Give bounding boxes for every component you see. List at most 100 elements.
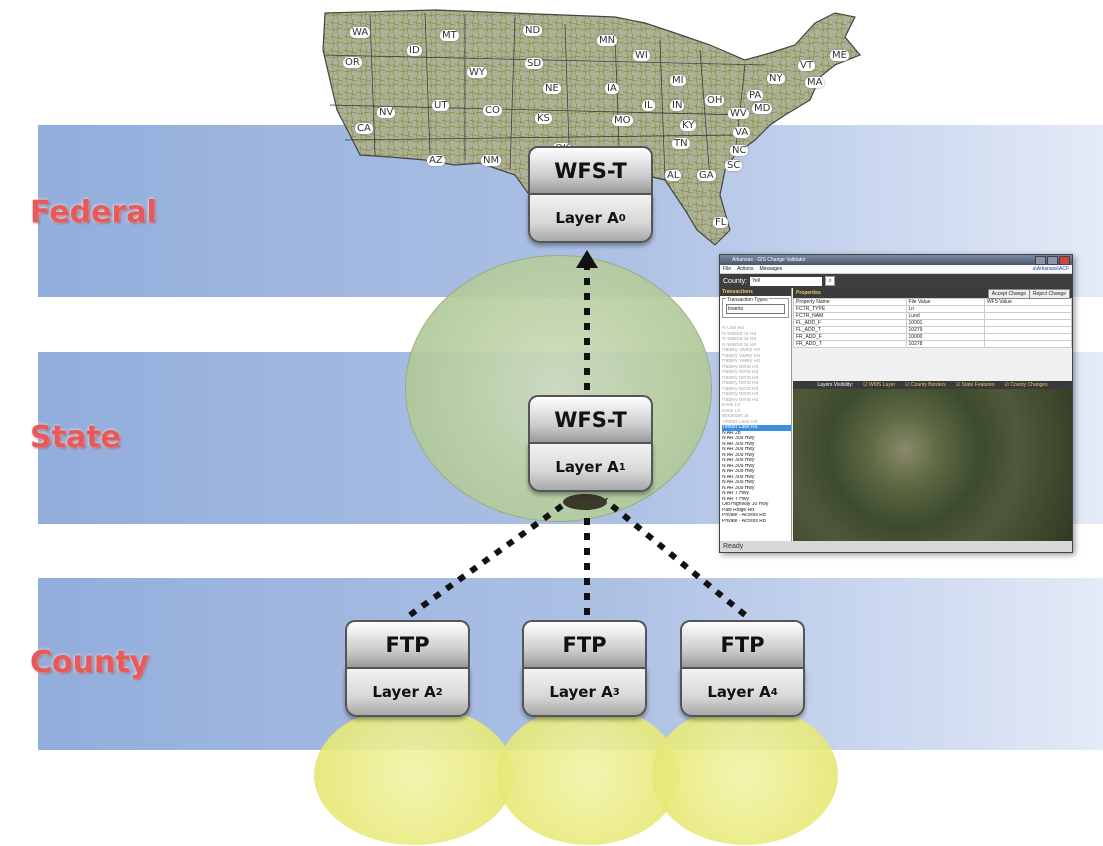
map-state-label-nv: NV xyxy=(377,107,396,118)
layer-toggle-county-borders[interactable]: ☑ County Borders xyxy=(905,382,946,388)
list-item[interactable]: N AR 309 Hwy xyxy=(722,436,755,441)
list-item[interactable]: Private - Access Rd xyxy=(722,518,766,524)
map-state-label-ny: NY xyxy=(767,73,785,84)
list-item[interactable]: Hadley Bend Rd xyxy=(722,397,759,403)
list-item[interactable]: Timber Lake Rd xyxy=(722,419,758,425)
table-cell xyxy=(983,333,1072,341)
menu-file[interactable]: File xyxy=(723,266,732,272)
properties-column-header[interactable]: File Value xyxy=(905,298,985,306)
list-item[interactable]: Kreis Ln xyxy=(722,408,741,414)
list-item[interactable]: N AR 7 Hwy xyxy=(722,491,749,496)
aerial-map-view[interactable] xyxy=(793,389,1072,541)
map-state-label-ky: KY xyxy=(680,120,697,131)
county-label: County: xyxy=(723,277,748,285)
list-item[interactable]: N AR 309 Hwy xyxy=(722,447,755,452)
list-item[interactable]: Kreis Ln xyxy=(722,403,741,408)
maximize-icon[interactable] xyxy=(1047,256,1058,265)
list-item[interactable]: Old Highway 10 Hwy xyxy=(722,502,769,507)
properties-column-header[interactable]: WFS Value xyxy=(983,298,1072,306)
layer-visibility-label: Layers Visibility: xyxy=(817,382,854,388)
link-county4-to-state xyxy=(603,497,747,618)
map-state-label-nc: NC xyxy=(730,145,749,156)
list-item[interactable]: N AR 7 Hwy xyxy=(722,496,749,502)
map-state-label-ks: KS xyxy=(535,113,552,124)
table-cell: FCTR_NAM xyxy=(793,312,907,320)
map-state-label-co: CO xyxy=(483,105,502,116)
map-state-label-sd: SD xyxy=(525,58,544,69)
list-item[interactable]: Hadley Bend Rd xyxy=(722,375,759,381)
menu-messages[interactable]: Messages xyxy=(759,266,783,272)
list-item[interactable]: Hadley Valley Rd xyxy=(722,359,760,364)
list-item[interactable]: N AR 309 Hwy xyxy=(722,441,755,447)
list-item[interactable]: N AR 309 Hwy xyxy=(722,480,755,485)
change-validator-window: Arkansas - GIS Change Validator File Act… xyxy=(719,254,1073,553)
list-item[interactable]: Private - Access Rd xyxy=(722,513,766,518)
minimize-icon[interactable] xyxy=(1035,256,1046,265)
map-state-label-az: AZ xyxy=(427,155,445,166)
map-state-label-vt: VT xyxy=(798,60,815,71)
window-controls xyxy=(1035,256,1070,265)
list-item[interactable]: Hadley Bend Rd xyxy=(722,364,759,370)
table-cell: 10279 xyxy=(905,326,985,334)
layer-toggle-wms[interactable]: ☑ WMS Layer xyxy=(863,382,896,388)
list-item[interactable]: N AR 309 Hwy xyxy=(722,463,755,469)
list-item[interactable]: Timber Lake Rd xyxy=(722,425,791,431)
list-item[interactable]: Hadley Bend Rd xyxy=(722,381,759,386)
list-item[interactable]: N Walnut St Rd xyxy=(722,342,757,348)
list-item[interactable]: N Walnut St Rd xyxy=(722,337,757,342)
table-cell: FL_ADD_T xyxy=(793,326,907,334)
properties-column-header[interactable]: Property Name xyxy=(793,298,907,306)
list-item[interactable]: Hadley Valley Rd xyxy=(722,348,760,353)
table-cell: 10000 xyxy=(905,333,985,341)
map-state-label-ca: CA xyxy=(355,123,373,134)
table-cell xyxy=(983,305,1072,313)
menu-actions[interactable]: Actions xyxy=(737,266,754,272)
list-item[interactable]: N Oak Rd xyxy=(722,326,744,331)
table-cell xyxy=(983,340,1072,348)
layer-toggle-state-features[interactable]: ☑ State Features xyxy=(955,382,995,388)
list-item[interactable]: N AR 309 Hwy xyxy=(722,485,755,491)
list-item[interactable]: N AR 309 Hwy xyxy=(722,469,755,474)
list-item[interactable]: N AR 309 Hwy xyxy=(722,458,755,463)
close-icon[interactable] xyxy=(1059,256,1070,265)
transaction-types-dropdown[interactable]: Inserts xyxy=(726,304,785,314)
properties-title: Properties xyxy=(796,290,821,296)
list-item[interactable]: N AR 309 Hwy xyxy=(722,452,755,458)
map-state-label-ga: GA xyxy=(697,170,716,181)
list-item[interactable]: Hadley Bend Rd xyxy=(722,386,759,392)
app-menu-bar: File Actions Messages a\Arkansas\ACF xyxy=(720,265,1072,274)
properties-header: Properties Accept Change Reject Change xyxy=(793,288,1072,299)
reject-change-button[interactable]: Reject Change xyxy=(1028,289,1070,299)
list-item[interactable]: Paw Ridge Rd xyxy=(722,507,754,513)
list-item[interactable]: N AR 28 xyxy=(722,430,741,436)
map-state-label-va: VA xyxy=(733,127,751,138)
app-title: Arkansas - GIS Change Validator xyxy=(732,257,806,263)
table-cell: FL_ADD_F xyxy=(793,319,907,327)
status-bar: Ready xyxy=(720,541,1072,552)
list-item[interactable]: Mountain St xyxy=(722,414,749,419)
list-item[interactable]: Hadley Valley Rd xyxy=(722,353,760,359)
list-item[interactable]: Hadley Bend Rd xyxy=(722,392,759,397)
list-item[interactable]: Hadley Bend Rd xyxy=(722,370,759,375)
county-select[interactable]: Yell xyxy=(750,276,823,286)
list-item[interactable]: N Walnut St Rd xyxy=(722,331,757,337)
layer-toggle-county-changes[interactable]: ☑ County Changes xyxy=(1004,382,1048,388)
accept-change-button[interactable]: Accept Change xyxy=(987,289,1030,299)
list-item[interactable]: N AR 309 Hwy xyxy=(722,474,755,480)
search-icon[interactable]: ⌕ xyxy=(825,276,836,286)
app-title-bar: Arkansas - GIS Change Validator xyxy=(720,255,1072,265)
table-cell xyxy=(983,312,1072,320)
county-toolbar: County: Yell ⌕ xyxy=(720,274,1072,288)
map-state-label-ut: UT xyxy=(432,100,450,111)
